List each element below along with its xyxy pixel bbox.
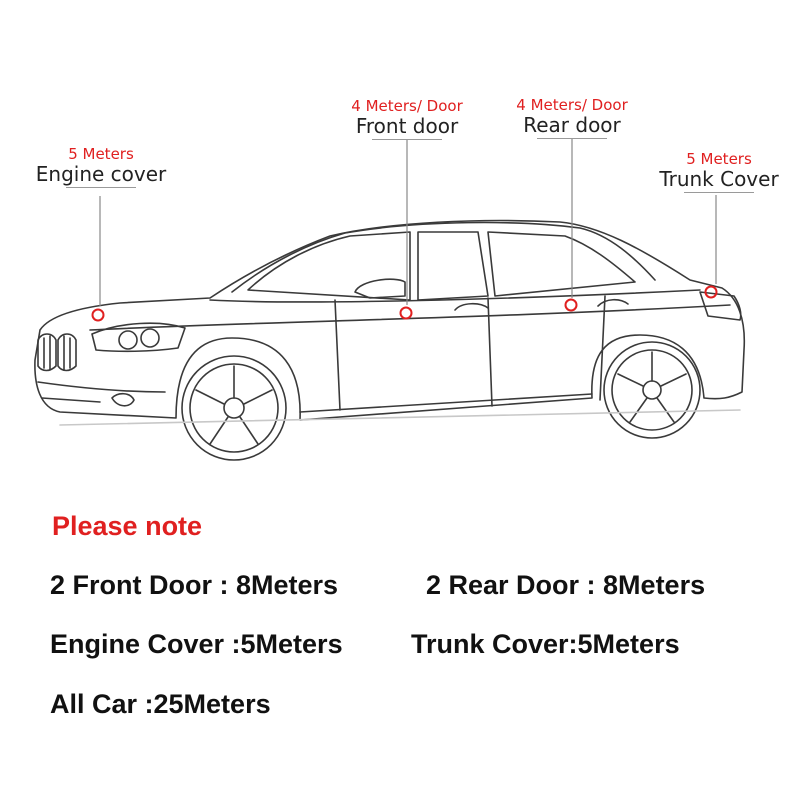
trunk-cover-label: Trunk Cover xyxy=(659,167,779,191)
trunk-cover-meters: 5 Meters xyxy=(686,150,752,168)
side-mirror xyxy=(354,278,406,299)
sill-line xyxy=(299,393,593,413)
door-line-rear xyxy=(599,295,606,401)
engine-cover-meters: 5 Meters xyxy=(68,145,134,163)
trunk-cover-marker xyxy=(704,285,718,299)
engine-cover-underline xyxy=(66,187,136,188)
rear-door-underline xyxy=(537,138,607,139)
trunk-cover-callout: 5 Meters Trunk Cover xyxy=(650,150,788,193)
rear-quarter-window xyxy=(487,231,636,297)
front-door-callout: 4 Meters/ Door Front door xyxy=(338,97,476,140)
trunk-cover-spec: Trunk Cover:5Meters xyxy=(411,629,680,659)
engine-cover-callout: 5 Meters Engine cover xyxy=(30,145,172,188)
rear-door-meters: 4 Meters/ Door xyxy=(516,96,628,114)
headlight xyxy=(91,322,186,353)
engine-cover-spec: Engine Cover :5Meters xyxy=(50,629,343,659)
kidney-grille xyxy=(37,333,57,372)
door-line-front xyxy=(334,299,341,411)
engine-cover-label: Engine cover xyxy=(35,162,167,186)
fog-light xyxy=(111,392,135,407)
rear-wheel xyxy=(603,341,701,439)
front-door-handle xyxy=(454,302,489,311)
car-roof-line xyxy=(231,221,656,293)
rear-door-label: Rear door xyxy=(523,113,621,137)
car-outline-illustration xyxy=(34,139,746,461)
tail-light xyxy=(699,291,742,321)
character-line xyxy=(89,304,731,331)
front-window xyxy=(247,231,411,301)
car-body-outline xyxy=(34,219,746,421)
front-door-meters: 4 Meters/ Door xyxy=(351,97,463,115)
front-wheel xyxy=(181,355,287,461)
rear-door-marker xyxy=(564,298,578,312)
all-car-spec: All Car :25Meters xyxy=(50,689,271,719)
front-door-underline xyxy=(372,139,442,140)
rear-door-callout: 4 Meters/ Door Rear door xyxy=(503,96,641,139)
trunk-cover-underline xyxy=(684,192,754,193)
rear-door-spec: 2 Rear Door : 8Meters xyxy=(426,570,706,600)
front-door-marker xyxy=(399,306,413,320)
engine-cover-marker xyxy=(91,308,105,322)
door-line-middle xyxy=(487,297,493,407)
ground-line xyxy=(59,409,741,426)
rear-door-handle xyxy=(597,298,629,307)
front-door-spec: 2 Front Door : 8Meters xyxy=(50,570,339,600)
front-door-label: Front door xyxy=(355,114,459,138)
front-bumper xyxy=(37,381,166,393)
rear-window xyxy=(417,231,489,301)
please-note-heading: Please note xyxy=(52,511,203,541)
belt-line xyxy=(209,289,701,303)
